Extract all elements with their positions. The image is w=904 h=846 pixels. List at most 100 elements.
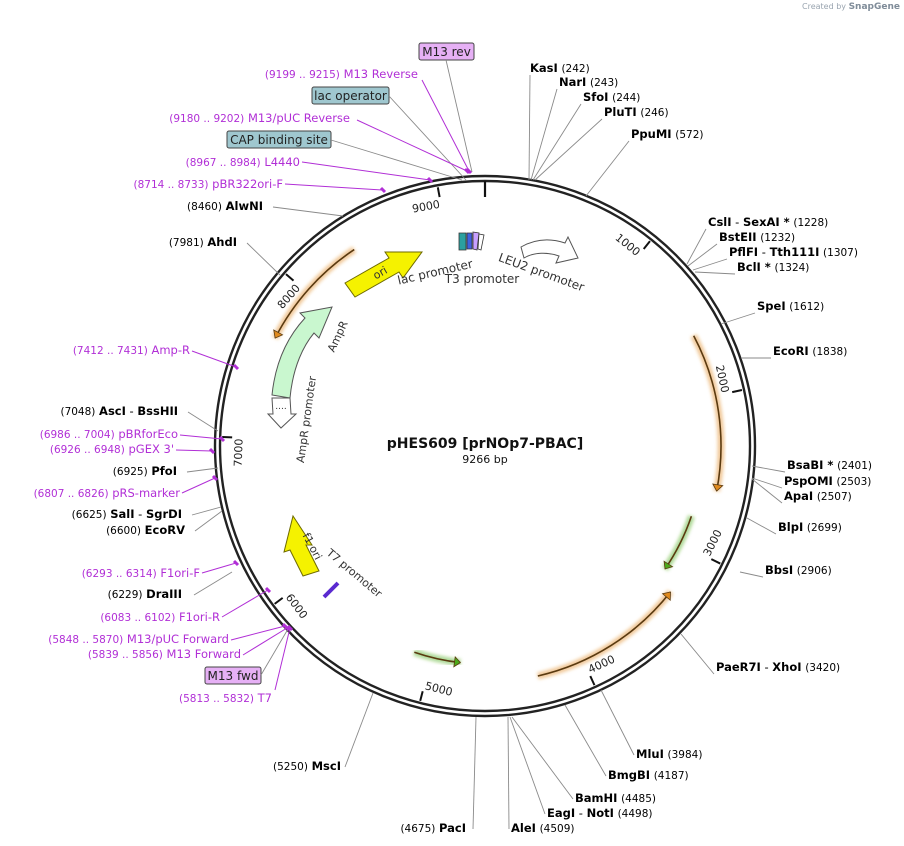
m13-fwd-box[interactable]: [204, 666, 262, 685]
enzyme-leader-line: [532, 103, 582, 181]
primer-label[interactable]: (7412 .. 7431) Amp-R: [73, 343, 190, 357]
enzyme-label[interactable]: BmgBI (4187): [608, 768, 689, 782]
enzyme-label[interactable]: SfoI (244): [583, 90, 640, 104]
enzyme-label[interactable]: EagI - NotI (4498): [547, 806, 653, 820]
enzyme-label[interactable]: PpuMI (572): [631, 127, 703, 141]
primer-label[interactable]: (5813 .. 5832) T7: [179, 691, 272, 705]
enzyme-label[interactable]: KasI (242): [530, 61, 590, 75]
primer-mark: [264, 586, 272, 594]
orf-arc-1[interactable]: [692, 335, 722, 492]
enzyme-label[interactable]: PflFI - Tth111I (1307): [729, 245, 858, 259]
primer-leader-line: [191, 350, 237, 368]
primer-leader-line: [284, 183, 384, 191]
lac-feature-box-1[interactable]: [458, 232, 467, 251]
primer-range: (5848 .. 5870): [48, 634, 123, 646]
enzyme-label[interactable]: (6600) EcoRV: [106, 523, 185, 537]
enzyme-label[interactable]: (6625) SalI - SgrDI: [72, 507, 182, 521]
enzyme-label[interactable]: SpeI (1612): [757, 299, 824, 313]
t7-promoter-mark: [322, 581, 340, 599]
f1-ori-arrow[interactable]: [283, 514, 320, 577]
enzyme-leader-line: [739, 571, 764, 578]
primer-name: M13 Forward: [167, 647, 241, 661]
orf-arc-2[interactable]: [274, 248, 355, 339]
tick-mark: [285, 273, 295, 282]
enzyme-label[interactable]: (6925) PfoI: [113, 464, 177, 478]
enzyme-pos: (4509): [540, 823, 575, 835]
lac-feature-box-3[interactable]: [472, 231, 480, 251]
primer-name: pBR322ori-F: [212, 177, 283, 191]
leu2-promoter-arrow[interactable]: [520, 235, 579, 264]
enzyme-pos: (3984): [668, 749, 703, 761]
enzyme-pos: (246): [640, 107, 668, 119]
enzyme-label[interactable]: PaeR7I - XhoI (3420): [716, 660, 840, 674]
enzyme-name: PspOMI: [784, 474, 833, 488]
enzyme-leader-line: [746, 517, 777, 535]
ampr-arrow[interactable]: [271, 306, 333, 399]
m13-rev-box[interactable]: [418, 42, 475, 61]
enzyme-label[interactable]: BsaBI * (2401): [787, 458, 872, 472]
enzyme-label[interactable]: (7048) AscI - BssHII: [60, 404, 178, 418]
enzyme-name2: NotI: [587, 806, 614, 820]
enzyme-label[interactable]: (4675) PacI: [400, 821, 466, 835]
enzyme-pos: (6925): [113, 466, 148, 478]
enzyme-label[interactable]: (7981) AhdI: [169, 235, 237, 249]
enzyme-pos: (243): [590, 77, 618, 89]
enzyme-label[interactable]: BlpI (2699): [778, 520, 842, 534]
lac-operator-box[interactable]: [311, 86, 390, 105]
enzyme-pos: (4675): [400, 823, 435, 835]
lac-feature-box-2[interactable]: [466, 232, 473, 250]
enzyme-leader-line: [680, 633, 715, 675]
primer-label[interactable]: (9180 .. 9202) M13/pUC Reverse: [169, 111, 350, 125]
enzyme-label[interactable]: AleI (4509): [511, 821, 575, 835]
enzyme-label[interactable]: NarI (243): [559, 75, 618, 89]
enzyme-leader-line: [751, 478, 783, 504]
enzyme-name: AlwNI: [226, 199, 263, 213]
enzyme-label[interactable]: BbsI (2906): [765, 563, 832, 577]
tick-mark: [274, 597, 284, 605]
primer-leader-line: [356, 119, 468, 172]
enzyme-pos: (1612): [789, 301, 824, 313]
primer-label[interactable]: (6083 .. 6102) F1ori-R: [100, 610, 220, 624]
primer-label[interactable]: (9199 .. 9215) M13 Reverse: [265, 67, 418, 81]
primer-label[interactable]: (6807 .. 6826) pRS-marker: [34, 486, 181, 500]
enzyme-label[interactable]: ApaI (2507): [784, 489, 852, 503]
enzyme-label[interactable]: CslI - SexAI * (1228): [708, 215, 828, 229]
primer-label[interactable]: (8714 .. 8733) pBR322ori-F: [133, 177, 283, 191]
enzyme-label[interactable]: BamHI (4485): [575, 791, 656, 805]
primer-label[interactable]: (5848 .. 5870) M13/pUC Forward: [48, 632, 229, 646]
enzyme-label[interactable]: (8460) AlwNI: [187, 199, 263, 213]
enzyme-label[interactable]: (5250) MscI: [273, 759, 341, 773]
enzyme-name: MluI: [636, 747, 664, 761]
m13-fwd-text: M13 fwd: [208, 669, 259, 683]
primer-label[interactable]: (6986 .. 7004) pBRforEco: [40, 427, 178, 441]
enzyme-leader-line: [511, 716, 574, 800]
cap-site-box[interactable]: [226, 130, 332, 149]
plasmid-length: 9266 bp: [462, 453, 507, 466]
primer-name: L4440: [264, 155, 300, 169]
primer-name: M13/pUC Forward: [127, 632, 229, 646]
lac-feature-box-4[interactable]: [477, 233, 485, 251]
enzyme-label[interactable]: BclI * (1324): [737, 260, 809, 274]
enzyme-label[interactable]: EcoRI (1838): [773, 344, 847, 358]
primer-label[interactable]: (8967 .. 8984) L4440: [186, 155, 300, 169]
enzyme-name2: Tth111I: [770, 245, 820, 259]
enzyme-sep: -: [761, 660, 772, 674]
enzyme-label[interactable]: BstEII (1232): [719, 230, 795, 244]
ori-arrow[interactable]: [344, 251, 423, 298]
orf-arc-3[interactable]: [537, 591, 672, 677]
enzyme-label[interactable]: MluI (3984): [636, 747, 702, 761]
primer-range: (6083 .. 6102): [100, 612, 175, 624]
ampr-promoter-arrow[interactable]: [266, 397, 298, 429]
enzyme-leader-line: [751, 477, 783, 489]
enzyme-label[interactable]: PspOMI (2503): [784, 474, 871, 488]
primer-label[interactable]: (5839 .. 5856) M13 Forward: [88, 647, 241, 661]
enzyme-leader-line: [186, 467, 219, 473]
primer-label[interactable]: (6926 .. 6948) pGEX 3': [50, 442, 174, 456]
enzyme-pos: (244): [612, 92, 640, 104]
enzyme-label[interactable]: PluTI (246): [604, 105, 669, 119]
primer-label[interactable]: (6293 .. 6314) F1ori-F: [82, 566, 200, 580]
labels-layer: KasI (242)NarI (243)SfoI (244)PluTI (246…: [34, 61, 872, 835]
enzyme-name: SpeI: [757, 299, 786, 313]
enzyme-label[interactable]: (6229) DraIII: [108, 587, 182, 601]
